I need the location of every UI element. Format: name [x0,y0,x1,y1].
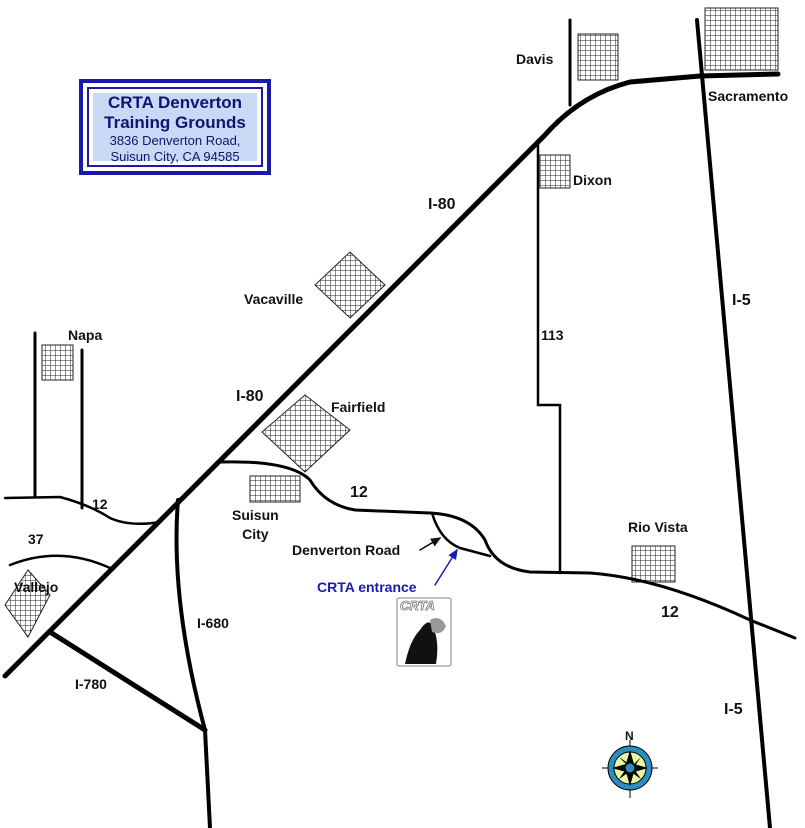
logo-text: CRTA [400,598,436,614]
suisun-area [249,475,301,503]
city-napa: Napa [68,327,103,343]
denverton-arrow [419,537,442,551]
entrance-arrow [434,548,458,586]
label-denverton-road: Denverton Road [292,542,401,558]
city-davis: Davis [516,51,554,67]
title-box: CRTA Denverton Training Grounds 3836 Den… [79,79,271,175]
label-hwy12-center: 12 [350,484,368,501]
hwy12-west-road [3,495,162,526]
denverton-road [430,511,492,558]
address-line-2: Suisun City, CA 94585 [110,149,240,164]
label-i680: I-680 [197,615,229,631]
i5-road [695,18,772,828]
title-line-2: Training Grounds [104,113,246,132]
label-i5-south: I-5 [724,701,743,718]
i80-road [2,71,781,679]
vallejo-area [4,569,51,638]
sacramento-area [704,7,779,71]
label-i80-south: I-80 [236,388,264,405]
rio-vista-area [631,545,676,583]
napa-area [41,344,74,381]
fairfield-area [261,394,351,473]
title-line-1: CRTA Denverton [107,93,243,112]
i780-road [47,629,208,733]
label-hwy113: 113 [541,327,564,343]
hwy12-road [218,460,797,640]
city-areas [4,7,779,638]
vacaville-area [314,251,386,319]
hwy37-road [8,554,112,570]
crta-logo [396,597,452,667]
city-vallejo: Vallejo [14,579,59,595]
city-dixon: Dixon [573,172,612,188]
city-suisun: Suisun City [232,507,279,542]
city-vacaville: Vacaville [244,291,304,307]
city-fairfield: Fairfield [331,399,386,415]
davis-area [577,33,619,81]
label-hwy12-west: 12 [92,496,108,512]
label-crta-entrance: CRTA entrance [317,579,417,595]
city-rio-vista: Rio Vista [628,519,688,535]
hwy113-road [536,138,562,575]
label-hwy12-east: 12 [661,604,679,621]
dixon-area [539,154,571,189]
compass-icon [602,740,658,798]
i680-road [174,498,212,828]
label-i780: I-780 [75,676,107,692]
city-sacramento: Sacramento [708,88,789,104]
address-line-1: 3836 Denverton Road, [109,133,241,148]
label-i5-north: I-5 [732,292,751,309]
label-i80-north: I-80 [428,196,456,213]
compass-north-label: N [625,729,634,743]
label-hwy37: 37 [28,531,44,547]
